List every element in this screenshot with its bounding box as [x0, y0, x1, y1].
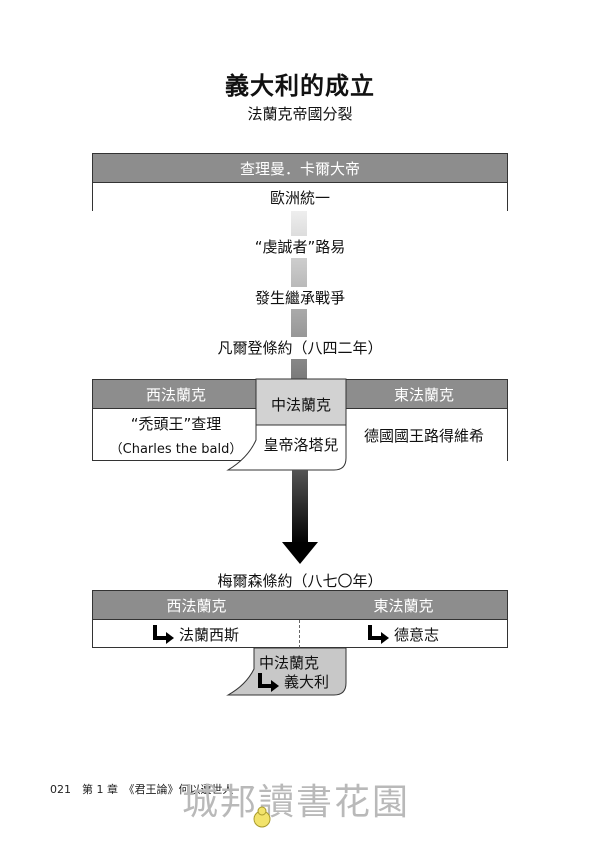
mersen-east-header: 東法蘭克 — [300, 591, 507, 619]
mersen-east-body: 德意志 — [300, 620, 507, 648]
verdun-middle-header: 中法蘭克 — [270, 396, 331, 414]
verdun-east-body: 德國國王路得維希 — [341, 409, 507, 461]
charlemagne-header: 查理曼．卡爾大帝 — [93, 154, 507, 183]
turn-right-arrow-icon — [367, 625, 389, 644]
page-subtitle: 法蘭克帝國分裂 — [247, 105, 353, 123]
mersen-middle-result: 義大利 — [284, 673, 330, 691]
verdun-west-line2: （Charles the bald） — [109, 442, 243, 457]
mersen-west-result: 法蘭西斯 — [178, 625, 239, 644]
mersen-middle-shape — [226, 647, 347, 696]
step-verdun: 凡爾登條約（八四二年） — [0, 337, 600, 359]
mersen-west-header: 西法蘭克 — [93, 591, 300, 619]
verdun-west-line1: “禿頭王”查理 — [130, 415, 222, 433]
duck-logo-icon — [253, 806, 271, 828]
verdun-middle-shape — [226, 378, 347, 471]
mersen-east-result: 德意志 — [393, 625, 439, 644]
step-louis: “虔誠者”路易 — [0, 236, 600, 258]
verdun-east-box: 東法蘭克 德國國王路得維希 — [340, 379, 508, 461]
charlemagne-box: 查理曼．卡爾大帝 歐洲統一 — [92, 153, 508, 211]
verdun-west-body: “禿頭王”查理 （Charles the bald） — [93, 409, 259, 461]
mersen-middle-row: 義大利 — [258, 671, 329, 692]
turn-right-arrow-icon — [152, 625, 174, 644]
charlemagne-body: 歐洲統一 — [93, 183, 507, 211]
mersen-box: 西法蘭克 東法蘭克 法蘭西斯 德意志 — [92, 590, 508, 648]
verdun-west-box: 西法蘭克 “禿頭王”查理 （Charles the bald） — [92, 379, 260, 461]
watermark-text: 城邦讀書花園 — [182, 782, 411, 823]
down-arrow-icon — [282, 470, 318, 564]
verdun-middle-body: 皇帝洛塔兒 — [263, 436, 339, 454]
step-war: 發生繼承戰爭 — [0, 287, 600, 309]
verdun-east-header: 東法蘭克 — [341, 380, 507, 409]
page-title: 義大利的成立 — [225, 72, 375, 100]
page-footer: 021 第 1 章 《君王論》何以遭世人 — [50, 783, 234, 796]
verdun-west-header: 西法蘭克 — [93, 380, 259, 409]
mersen-west-body: 法蘭西斯 — [93, 620, 300, 648]
turn-right-arrow-icon — [258, 672, 279, 692]
mersen-middle-header: 中法蘭克 — [258, 654, 319, 672]
mersen-label: 梅爾森條約（八七〇年） — [0, 570, 600, 592]
